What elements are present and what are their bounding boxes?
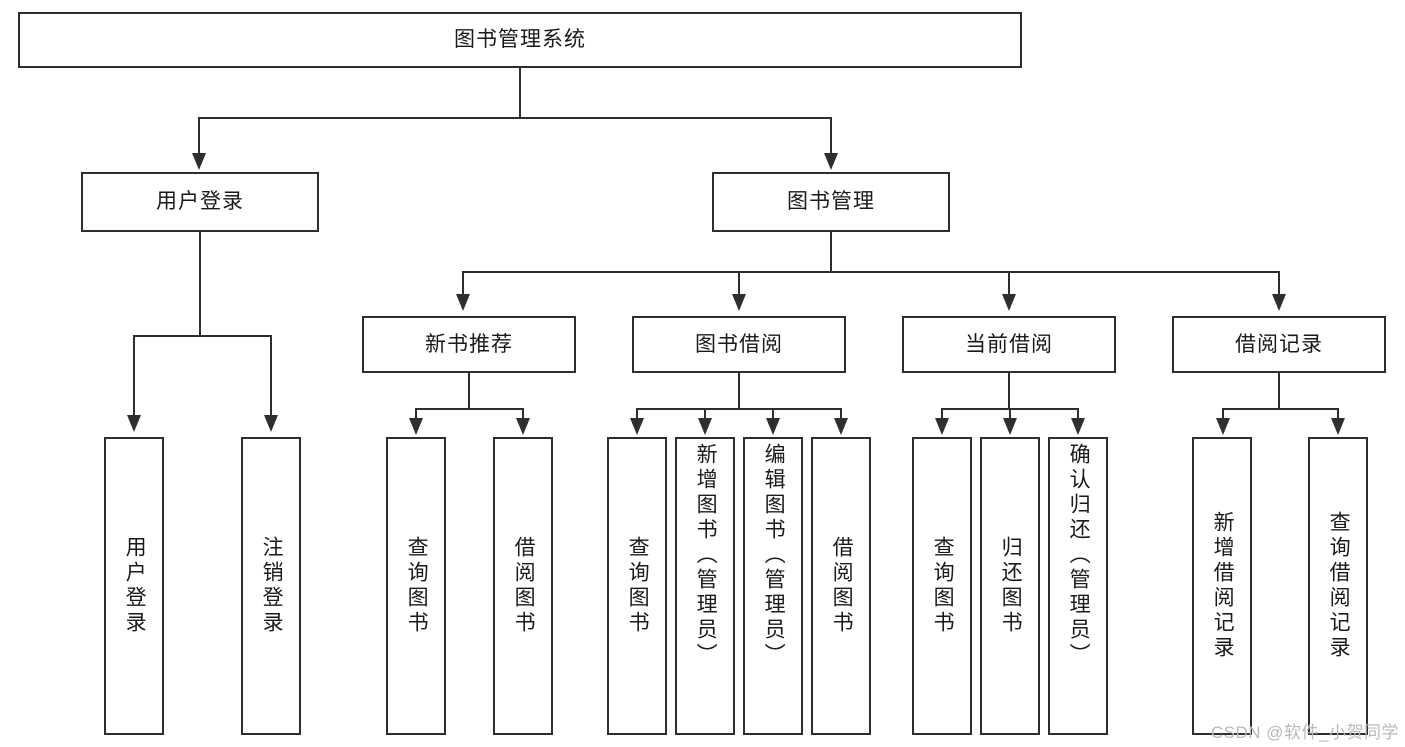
leaf-label: 查询图书 xyxy=(931,536,955,636)
node-borrow-record[interactable]: 借阅记录 xyxy=(1172,316,1386,373)
leaf-label: 编辑图书（管理员） xyxy=(762,443,786,668)
connector-book-borrow-leaf-4 xyxy=(840,408,842,420)
arrowhead-leaf-book-borrow-2 xyxy=(698,418,712,435)
connector-bm-to-borrow-record xyxy=(1278,271,1280,296)
arrowhead-leaf-book-borrow-1 xyxy=(630,418,644,435)
leaf-label: 注销登录 xyxy=(260,536,284,636)
leaf-new-book-borrow-book[interactable]: 借阅图书 xyxy=(493,437,553,735)
connector-root-to-book-management xyxy=(830,117,832,155)
leaf-label: 新增借阅记录 xyxy=(1211,511,1235,661)
connector-book-borrow-leaf-2 xyxy=(704,408,706,420)
connector-new-book-bus xyxy=(415,408,524,410)
leaf-label: 查询借阅记录 xyxy=(1327,511,1351,661)
leaf-user-login-logout[interactable]: 注销登录 xyxy=(241,437,301,735)
arrowhead-current-borrow xyxy=(1002,294,1016,311)
connector-book-borrow-leaf-3 xyxy=(772,408,774,420)
connector-user-login-stem xyxy=(199,232,201,336)
connector-bm-to-new-book xyxy=(462,271,464,296)
arrowhead-leaf-new-book-1 xyxy=(409,418,423,435)
connector-borrow-record-leaf-2 xyxy=(1337,408,1339,420)
connector-current-borrow-leaf-1 xyxy=(941,408,943,420)
arrowhead-new-book-recommend xyxy=(456,294,470,311)
leaf-book-borrow-query-book[interactable]: 查询图书 xyxy=(607,437,667,735)
leaf-book-borrow-borrow-book[interactable]: 借阅图书 xyxy=(811,437,871,735)
connector-bm-to-current-borrow xyxy=(1008,271,1010,296)
connector-new-book-leaf-2 xyxy=(522,408,524,420)
node-book-management[interactable]: 图书管理 xyxy=(712,172,950,232)
arrowhead-leaf-new-book-2 xyxy=(516,418,530,435)
arrowhead-book-borrow xyxy=(732,294,746,311)
leaf-label: 查询图书 xyxy=(626,536,650,636)
leaf-label: 确认归还（管理员） xyxy=(1067,443,1091,668)
connector-borrow-record-bus xyxy=(1222,408,1339,410)
arrowhead-leaf-current-borrow-3 xyxy=(1071,418,1085,435)
arrowhead-user-login xyxy=(192,153,206,170)
connector-user-login-bus xyxy=(133,335,272,337)
connector-root-bus xyxy=(198,117,832,119)
node-label: 新书推荐 xyxy=(425,332,513,356)
leaf-borrow-record-query-record[interactable]: 查询借阅记录 xyxy=(1308,437,1368,735)
arrowhead-book-management xyxy=(824,153,838,170)
leaf-label: 用户登录 xyxy=(123,536,147,636)
connector-book-management-stem xyxy=(830,232,832,272)
arrowhead-leaf-book-borrow-3 xyxy=(766,418,780,435)
connector-user-login-leaf-1 xyxy=(133,335,135,417)
connector-book-management-bus xyxy=(462,271,1280,273)
node-root-book-management-system[interactable]: 图书管理系统 xyxy=(18,12,1022,68)
leaf-label: 借阅图书 xyxy=(512,536,536,636)
arrowhead-leaf-book-borrow-4 xyxy=(834,418,848,435)
node-new-book-recommend[interactable]: 新书推荐 xyxy=(362,316,576,373)
connector-root-stem xyxy=(519,68,521,118)
connector-user-login-leaf-2 xyxy=(270,335,272,417)
connector-current-borrow-stem xyxy=(1008,373,1010,409)
arrowhead-leaf-user-login-2 xyxy=(264,415,278,432)
connector-new-book-leaf-1 xyxy=(415,408,417,420)
connector-borrow-record-leaf-1 xyxy=(1222,408,1224,420)
node-label: 借阅记录 xyxy=(1235,332,1323,356)
connector-bm-to-book-borrow xyxy=(738,271,740,296)
leaf-current-borrow-query-book[interactable]: 查询图书 xyxy=(912,437,972,735)
arrowhead-leaf-user-login-1 xyxy=(127,415,141,432)
arrowhead-leaf-current-borrow-2 xyxy=(1003,418,1017,435)
leaf-label: 归还图书 xyxy=(999,536,1023,636)
node-label: 图书借阅 xyxy=(695,332,783,356)
node-current-borrow[interactable]: 当前借阅 xyxy=(902,316,1116,373)
leaf-borrow-record-add-record[interactable]: 新增借阅记录 xyxy=(1192,437,1252,735)
arrowhead-leaf-borrow-record-1 xyxy=(1216,418,1230,435)
leaf-current-borrow-return-book[interactable]: 归还图书 xyxy=(980,437,1040,735)
node-book-borrow[interactable]: 图书借阅 xyxy=(632,316,846,373)
node-user-login[interactable]: 用户登录 xyxy=(81,172,319,232)
connector-book-borrow-stem xyxy=(738,373,740,409)
connector-book-borrow-leaf-1 xyxy=(636,408,638,420)
leaf-label: 借阅图书 xyxy=(830,536,854,636)
leaf-label: 查询图书 xyxy=(405,536,429,636)
connector-borrow-record-stem xyxy=(1278,373,1280,409)
connector-current-borrow-leaf-2 xyxy=(1009,408,1011,420)
leaf-current-borrow-confirm-return-admin[interactable]: 确认归还（管理员） xyxy=(1048,437,1108,735)
connector-new-book-stem xyxy=(468,373,470,409)
leaf-label: 新增图书（管理员） xyxy=(694,443,718,668)
watermark-csdn: CSDN @软件_小贺同学 xyxy=(1210,723,1399,742)
leaf-new-book-query-book[interactable]: 查询图书 xyxy=(386,437,446,735)
leaf-book-borrow-edit-book-admin[interactable]: 编辑图书（管理员） xyxy=(743,437,803,735)
connector-book-borrow-bus xyxy=(636,408,842,410)
node-label: 用户登录 xyxy=(156,190,244,214)
connector-current-borrow-leaf-3 xyxy=(1077,408,1079,420)
connector-root-to-user-login xyxy=(198,117,200,155)
arrowhead-leaf-borrow-record-2 xyxy=(1331,418,1345,435)
node-label: 图书管理 xyxy=(787,190,875,214)
leaf-book-borrow-add-book-admin[interactable]: 新增图书（管理员） xyxy=(675,437,735,735)
arrowhead-leaf-current-borrow-1 xyxy=(935,418,949,435)
arrowhead-borrow-record xyxy=(1272,294,1286,311)
leaf-user-login-login[interactable]: 用户登录 xyxy=(104,437,164,735)
node-label: 当前借阅 xyxy=(965,332,1053,356)
node-label: 图书管理系统 xyxy=(454,28,586,52)
